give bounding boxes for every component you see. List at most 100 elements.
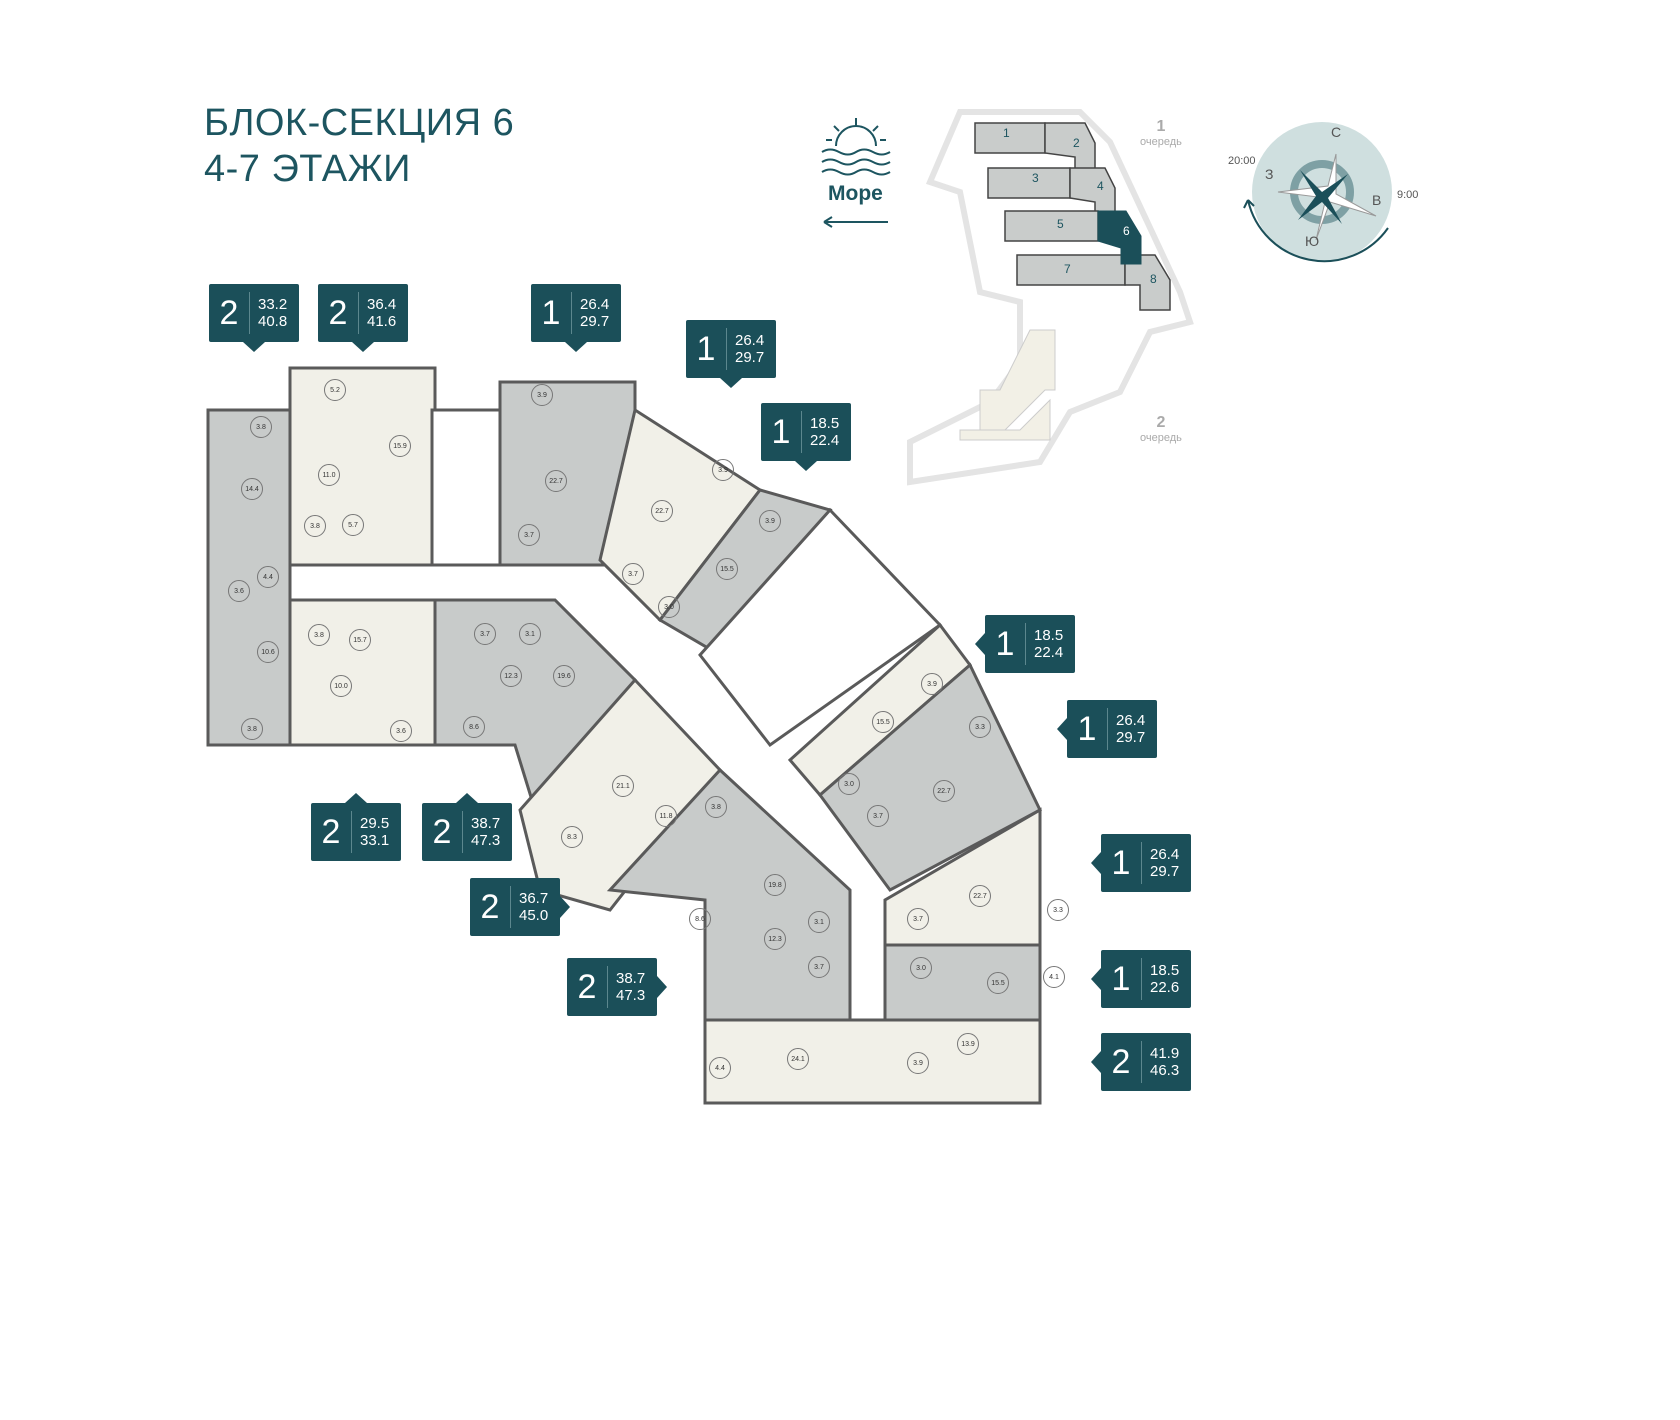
total-area: 47.3 [616,987,646,1004]
room-count: 2 [432,812,452,851]
living-area: 26.4 [1116,712,1146,729]
room-count: 1 [541,293,561,332]
block-6-label[interactable]: 6 [1123,224,1130,238]
room-area-label: 8.3 [561,826,583,848]
sea-direction-arrow-icon [823,216,888,228]
room-count: 1 [995,624,1015,663]
room-area-label: 4.4 [257,566,279,588]
block-7-label[interactable]: 7 [1064,262,1071,276]
block-2-label[interactable]: 2 [1073,136,1080,150]
room-area-label: 3.9 [921,673,943,695]
room-area-label: 10.0 [330,675,352,697]
room-area-label: 3.8 [705,796,727,818]
room-area-label: 13.9 [957,1033,979,1055]
living-area: 26.4 [735,332,765,349]
block-5-label[interactable]: 5 [1057,217,1064,231]
block-1-label[interactable]: 1 [1003,126,1010,140]
living-area: 38.7 [616,970,646,987]
living-area: 38.7 [471,815,501,832]
total-area: 33.1 [360,832,390,849]
room-area-label: 4.4 [709,1057,731,1079]
room-area-label: 3.3 [969,716,991,738]
room-area-label: 3.7 [867,805,889,827]
room-area-label: 19.6 [553,665,575,687]
divider [510,886,511,928]
phase-1-text: очередь [1140,136,1182,148]
total-area: 46.3 [1150,1062,1180,1079]
floor-range: 4-7 ЭТАЖИ [204,148,411,190]
room-area-label: 3.6 [390,720,412,742]
room-area-label: 3.7 [808,956,830,978]
living-area: 36.4 [367,296,397,313]
room-area-label: 15.5 [716,558,738,580]
room-area-label: 5.2 [324,379,346,401]
room-area-label: 3.7 [474,623,496,645]
room-area-label: 12.3 [764,928,786,950]
living-area: 33.2 [258,296,288,313]
room-area-label: 3.7 [518,524,540,546]
room-area-label: 11.8 [655,805,677,827]
room-area-label: 4.1 [1043,966,1065,988]
room-area-label: 3.9 [712,459,734,481]
room-area-label: 8.6 [689,908,711,930]
room-area-label: 8.6 [463,716,485,738]
room-area-label: 3.3 [1047,899,1069,921]
room-area-label: 3.9 [759,510,781,532]
block-4-label[interactable]: 4 [1097,179,1104,193]
sunrise-waves-icon [821,118,891,176]
room-area-label: 22.7 [545,470,567,492]
divider [1107,708,1108,750]
divider [607,966,608,1008]
room-area-label: 15.5 [987,972,1009,994]
divider [571,292,572,334]
compass-north: С [1331,124,1342,140]
total-area: 29.7 [580,313,610,330]
room-area-label: 3.7 [907,908,929,930]
room-count: 1 [771,412,791,451]
room-count: 1 [1077,709,1097,748]
sunrise-time: 9:00 [1397,189,1419,201]
divider [1141,1041,1142,1083]
room-area-label: 3.0 [910,957,932,979]
divider [801,411,802,453]
room-area-label: 3.6 [228,580,250,602]
room-area-label: 22.7 [933,780,955,802]
divider [249,292,250,334]
room-count: 2 [219,293,239,332]
total-area: 47.3 [471,832,501,849]
block-8-label[interactable]: 8 [1150,272,1157,286]
block-3-label[interactable]: 3 [1032,171,1039,185]
room-area-label: 3.1 [519,623,541,645]
compass-east: В [1372,192,1382,208]
phase-2-text: очередь [1140,432,1182,444]
living-area: 36.7 [519,890,549,907]
sunset-time: 20:00 [1228,155,1256,167]
total-area: 29.7 [1150,863,1180,880]
total-area: 29.7 [735,349,765,366]
total-area: 41.6 [367,313,397,330]
